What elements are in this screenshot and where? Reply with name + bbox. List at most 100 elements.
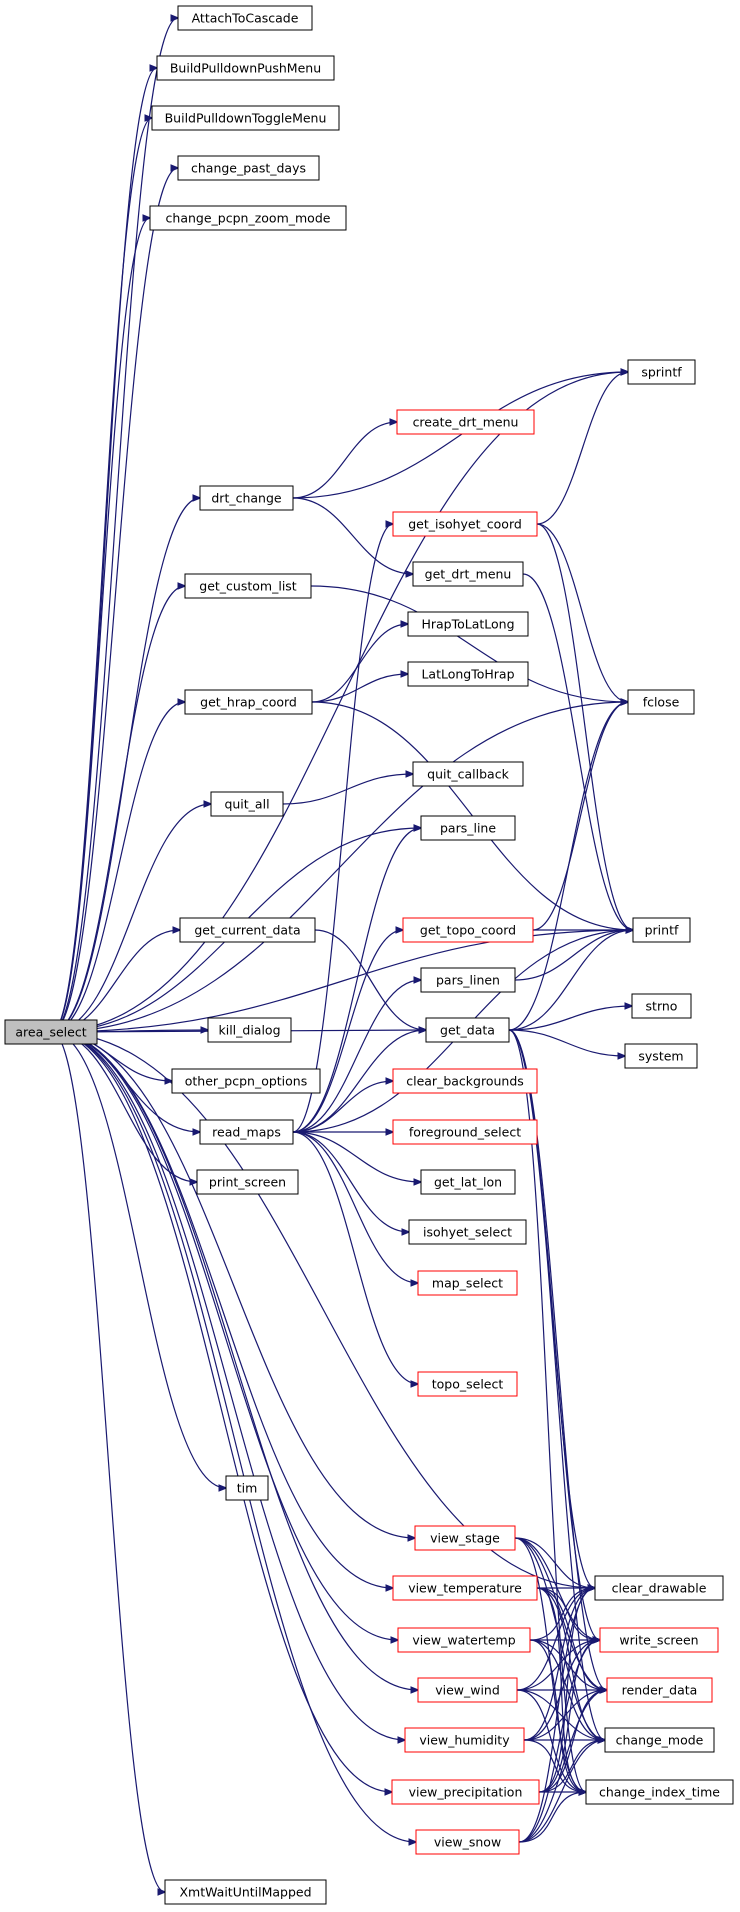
node-label-printf: printf: [645, 923, 679, 938]
node-box-get_drt_menu: [412, 561, 524, 587]
node-box-render_data: [606, 1677, 713, 1703]
node-label-clear_backgrounds: clear_backgrounds: [406, 1074, 524, 1089]
node-printf[interactable]: printf: [632, 917, 691, 943]
node-quit_callback[interactable]: quit_callback: [412, 761, 524, 787]
edge-get_topo_coord-to-fclose: [532, 702, 628, 931]
node-view_stage[interactable]: view_stage: [414, 1525, 516, 1551]
node-system[interactable]: system: [624, 1043, 698, 1069]
edge-view_wind-to-clear_drawable: [516, 1588, 595, 1691]
node-box-printf: [632, 917, 691, 943]
node-label-read_maps: read_maps: [212, 1125, 281, 1140]
edge-view_stage-to-clear_drawable: [514, 1537, 595, 1588]
node-label-AttachToCascade: AttachToCascade: [192, 11, 299, 26]
edge-drt_change-to-sprintf: [292, 372, 628, 499]
node-get_hrap_coord[interactable]: get_hrap_coord: [184, 689, 313, 715]
node-box-HrapToLatLong: [407, 611, 529, 637]
node-box-BuildPulldownToggleMenu: [151, 105, 340, 131]
node-box-view_humidity: [404, 1727, 525, 1753]
node-view_watertemp[interactable]: view_watertemp: [397, 1627, 531, 1653]
node-get_drt_menu[interactable]: get_drt_menu: [412, 561, 524, 587]
node-label-get_hrap_coord: get_hrap_coord: [200, 695, 297, 710]
edge-get_isohyet_coord-to-sprintf: [536, 372, 628, 525]
edge-area_select-to-view_snow: [51, 1031, 416, 1842]
node-quit_all[interactable]: quit_all: [210, 791, 284, 817]
node-pars_line[interactable]: pars_line: [420, 815, 516, 841]
node-label-change_pcpn_zoom_mode: change_pcpn_zoom_mode: [166, 211, 331, 226]
node-get_current_data[interactable]: get_current_data: [179, 917, 316, 943]
node-isohyet_select[interactable]: isohyet_select: [408, 1219, 527, 1245]
edge-area_select-to-change_past_days: [51, 168, 178, 1033]
edge-area_select-to-view_humidity: [51, 1031, 405, 1740]
node-AttachToCascade[interactable]: AttachToCascade: [177, 5, 313, 31]
node-label-XmtWaitUntilMapped: XmtWaitUntilMapped: [179, 1885, 311, 1900]
node-label-topo_select: topo_select: [432, 1377, 504, 1392]
edge-area_select-to-view_temperature: [51, 1031, 393, 1588]
node-label-other_pcpn_options: other_pcpn_options: [185, 1074, 308, 1089]
node-box-view_precipitation: [391, 1779, 540, 1805]
node-label-get_drt_menu: get_drt_menu: [425, 567, 512, 582]
node-fclose[interactable]: fclose: [627, 689, 695, 715]
edge-view_snow-to-write_screen: [518, 1640, 600, 1843]
node-box-change_index_time: [585, 1779, 734, 1805]
node-read_maps[interactable]: read_maps: [199, 1119, 294, 1145]
node-view_wind[interactable]: view_wind: [417, 1677, 518, 1703]
node-change_pcpn_zoom_mode[interactable]: change_pcpn_zoom_mode: [149, 205, 347, 231]
node-LatLongToHrap[interactable]: LatLongToHrap: [407, 661, 529, 687]
node-BuildPulldownToggleMenu[interactable]: BuildPulldownToggleMenu: [151, 105, 340, 131]
node-label-BuildPulldownToggleMenu: BuildPulldownToggleMenu: [165, 111, 327, 126]
node-HrapToLatLong[interactable]: HrapToLatLong: [407, 611, 529, 637]
node-box-topo_select: [417, 1371, 518, 1397]
node-other_pcpn_options[interactable]: other_pcpn_options: [171, 1068, 321, 1094]
node-change_mode[interactable]: change_mode: [604, 1727, 715, 1753]
edge-read_maps-to-pars_line: [292, 828, 421, 1133]
node-kill_dialog[interactable]: kill_dialog: [207, 1017, 292, 1043]
edge-get_drt_menu-to-printf: [522, 573, 633, 930]
edge-view_temperature-to-write_screen: [536, 1587, 600, 1640]
edge-area_select-to-sprintf: [51, 372, 628, 1033]
node-pars_linen[interactable]: pars_linen: [420, 967, 516, 993]
node-label-map_select: map_select: [432, 1276, 503, 1291]
node-view_precipitation[interactable]: view_precipitation: [391, 1779, 540, 1805]
node-create_drt_menu[interactable]: create_drt_menu: [396, 409, 535, 435]
node-drt_change[interactable]: drt_change: [199, 485, 294, 511]
node-map_select[interactable]: map_select: [417, 1270, 518, 1296]
node-tim[interactable]: tim: [225, 1475, 269, 1501]
node-label-strno: strno: [646, 999, 678, 1014]
node-label-clear_drawable: clear_drawable: [612, 1581, 707, 1596]
node-BuildPulldownPushMenu[interactable]: BuildPulldownPushMenu: [156, 55, 335, 81]
node-view_snow[interactable]: view_snow: [415, 1829, 520, 1855]
node-clear_drawable[interactable]: clear_drawable: [594, 1575, 724, 1601]
node-box-print_screen: [196, 1169, 299, 1195]
node-label-quit_callback: quit_callback: [427, 767, 509, 782]
node-label-kill_dialog: kill_dialog: [218, 1023, 280, 1038]
node-foreground_select[interactable]: foreground_select: [392, 1119, 538, 1145]
node-view_temperature[interactable]: view_temperature: [392, 1575, 538, 1601]
node-get_data[interactable]: get_data: [425, 1017, 510, 1043]
node-topo_select[interactable]: topo_select: [417, 1371, 518, 1397]
node-label-view_snow: view_snow: [434, 1835, 501, 1850]
node-box-foreground_select: [392, 1119, 538, 1145]
node-area_select[interactable]: area_select: [4, 1019, 98, 1045]
edge-read_maps-to-get_lat_lon: [292, 1131, 421, 1182]
node-get_lat_lon[interactable]: get_lat_lon: [420, 1169, 516, 1195]
node-write_screen[interactable]: write_screen: [599, 1627, 719, 1653]
node-get_isohyet_coord[interactable]: get_isohyet_coord: [392, 511, 538, 537]
edge-get_data-to-printf: [508, 930, 633, 1031]
node-print_screen[interactable]: print_screen: [196, 1169, 299, 1195]
node-sprintf[interactable]: sprintf: [627, 359, 696, 385]
node-change_past_days[interactable]: change_past_days: [177, 155, 320, 181]
node-label-change_past_days: change_past_days: [191, 161, 306, 176]
node-clear_backgrounds[interactable]: clear_backgrounds: [392, 1068, 538, 1094]
edge-view_snow-to-clear_drawable: [518, 1588, 595, 1843]
node-box-quit_all: [210, 791, 284, 817]
node-get_topo_coord[interactable]: get_topo_coord: [402, 917, 534, 943]
node-view_humidity[interactable]: view_humidity: [404, 1727, 525, 1753]
node-render_data[interactable]: render_data: [606, 1677, 713, 1703]
node-strno[interactable]: strno: [631, 993, 692, 1019]
node-label-area_select: area_select: [15, 1025, 86, 1040]
node-get_custom_list[interactable]: get_custom_list: [184, 573, 312, 599]
node-change_index_time[interactable]: change_index_time: [585, 1779, 734, 1805]
edge-area_select-to-clear_drawable: [51, 1031, 595, 1588]
node-XmtWaitUntilMapped[interactable]: XmtWaitUntilMapped: [164, 1879, 327, 1905]
node-label-get_isohyet_coord: get_isohyet_coord: [408, 517, 522, 532]
